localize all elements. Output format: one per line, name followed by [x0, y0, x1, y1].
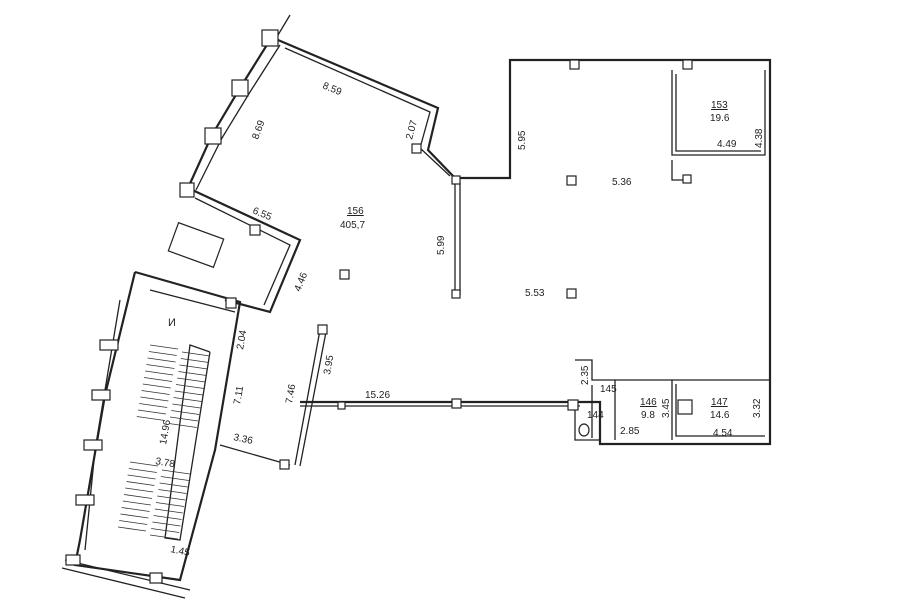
- stair-tread: [177, 377, 206, 383]
- stair-tread: [161, 469, 191, 475]
- stair-tread: [147, 357, 176, 363]
- stair-tread: [143, 377, 173, 382]
- room-area: 19.6: [710, 113, 730, 124]
- stair-tread: [175, 384, 205, 389]
- stair-tread: [119, 520, 148, 525]
- dimension-label: 4.46: [293, 271, 311, 294]
- stair-tread: [181, 351, 211, 357]
- room-area: 9.8: [641, 410, 655, 421]
- stair-tread: [142, 383, 171, 389]
- stair-tread: [157, 495, 186, 501]
- room-number: 153: [711, 100, 728, 111]
- stair-tread: [146, 364, 175, 369]
- stair-tread: [140, 396, 169, 402]
- stair-tread: [171, 410, 200, 415]
- room-area: 14.6: [710, 410, 730, 421]
- stair-tread: [137, 409, 167, 415]
- dimension-label: 15.26: [365, 390, 390, 401]
- stair-tread: [121, 507, 150, 512]
- dimension-label: 5.95: [517, 130, 528, 150]
- room-i-label: И: [168, 317, 176, 329]
- stair-tread: [126, 481, 155, 486]
- dimension-label: 4.49: [717, 139, 737, 150]
- stair-tread: [136, 416, 165, 421]
- stair-tread: [127, 474, 156, 480]
- dimension-label: 2.07: [404, 119, 420, 141]
- stair-tread: [154, 508, 183, 514]
- dimension-label: 3.32: [752, 398, 763, 418]
- dimension-label: 7.11: [232, 385, 246, 406]
- dimension-label: 3.45: [661, 398, 672, 418]
- stair-tread: [172, 403, 201, 409]
- stair-tread: [120, 513, 149, 519]
- stair-tread: [168, 423, 197, 428]
- stair-tread: [149, 344, 179, 350]
- stair-tread: [178, 371, 207, 376]
- stair-tread: [149, 534, 179, 540]
- dimension-label: 4.54: [713, 428, 733, 439]
- room-147-label: 147 14.6: [710, 397, 730, 421]
- staircase: [117, 344, 211, 540]
- stair-tread: [125, 487, 154, 493]
- room-153-label: 153 19.6: [710, 100, 730, 124]
- room-146-label: 146 9.8: [640, 397, 657, 421]
- stair-tread: [129, 461, 159, 467]
- stair-tread: [122, 500, 151, 506]
- toilet-icon: [578, 423, 590, 437]
- columns: [65, 29, 693, 584]
- dimension-label: 6.55: [251, 206, 274, 224]
- dimension-label: 5.36: [612, 177, 632, 188]
- stair-tread: [141, 390, 170, 395]
- stair-tread: [180, 358, 209, 363]
- stair-tread: [117, 526, 147, 532]
- dimension-label: 1.45: [169, 544, 191, 559]
- dimension-label: 8.69: [250, 119, 267, 141]
- dimension-label: 3.95: [322, 354, 336, 376]
- room-145-label: 145: [600, 384, 617, 395]
- room-156-label: 156 405,7: [340, 206, 365, 231]
- stair-tread: [151, 528, 180, 533]
- stair-tread: [139, 403, 168, 408]
- stair-tread: [128, 468, 157, 473]
- stair-tread: [153, 515, 182, 520]
- dimension-label: 2.35: [580, 365, 591, 385]
- room-number: 147: [711, 397, 728, 408]
- stair-tread: [174, 390, 203, 396]
- stair-tread: [169, 416, 199, 422]
- dimension-label: 4.38: [754, 128, 765, 148]
- dimension-label: 3.78: [154, 456, 176, 470]
- room-144-label: 144: [587, 410, 604, 421]
- stair-tread: [158, 489, 187, 494]
- dimension-label: 8.59: [321, 81, 344, 99]
- dimension-label: 14.96: [158, 419, 173, 446]
- dimension-label: 2.85: [620, 426, 640, 437]
- room-number: 156: [347, 206, 364, 217]
- stair-tread: [155, 502, 185, 507]
- dimension-label: 5.53: [525, 288, 545, 299]
- room-number: 146: [640, 397, 657, 408]
- stair-tread: [159, 482, 188, 488]
- stair-tread: [160, 476, 189, 481]
- stair-tread: [123, 494, 153, 499]
- dimension-label: 5.99: [436, 235, 447, 255]
- walls: [61, 14, 772, 599]
- dimension-label: 7.46: [284, 383, 298, 405]
- stair-tread: [179, 364, 208, 370]
- dimension-label: 3.36: [232, 432, 254, 447]
- stair-tread: [145, 370, 174, 376]
- stair-tread: [148, 351, 177, 356]
- stair-tread: [173, 397, 202, 402]
- dimension-label: 2.04: [235, 329, 249, 351]
- room-area: 405,7: [340, 220, 365, 231]
- stair-tread: [152, 521, 181, 527]
